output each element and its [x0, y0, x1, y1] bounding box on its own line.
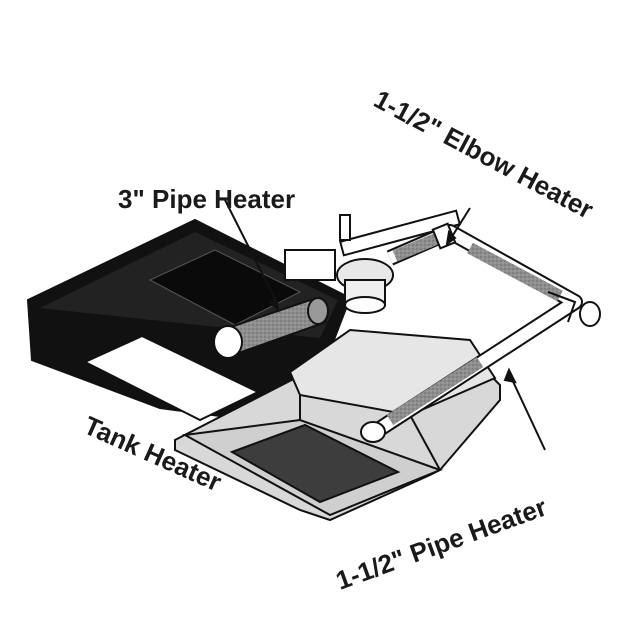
label-3in-pipe-heater: 3" Pipe Heater: [118, 184, 295, 214]
label-elbow-heater: 1-1/2" Elbow Heater: [369, 84, 598, 225]
leader-lines: [224, 199, 546, 451]
toilet-base: [26, 218, 352, 422]
pipe-heater-3in: [213, 297, 329, 359]
pipe-run-1-5in: [360, 222, 601, 443]
valve-fitting: [284, 209, 461, 314]
tank-heater-pad: [229, 423, 401, 504]
label-1-5in-pipe-heater: 1-1/2" Pipe Heater: [332, 492, 551, 596]
